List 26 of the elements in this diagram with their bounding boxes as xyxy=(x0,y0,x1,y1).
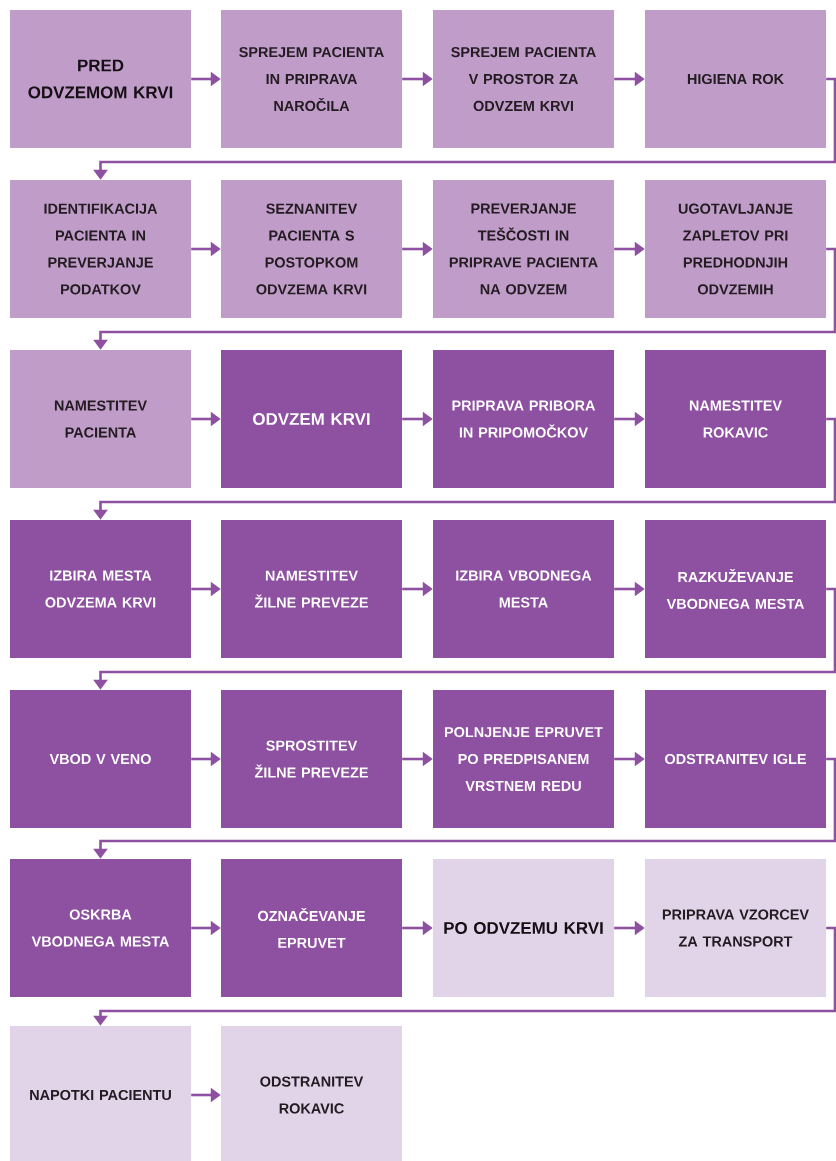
step-box: PRIPRAVA VZORCEV ZA TRANSPORT xyxy=(645,859,826,997)
step-box: SEZNANITEV PACIENTA S POSTOPKOM ODVZEMA KRVI xyxy=(221,180,402,318)
step-box: POLNJENJE EPRUVET PO PREDPISANEM VRSTNEM REDU xyxy=(433,690,614,828)
step-box: RAZKUŽEVANJE VBODNEGA MESTA xyxy=(645,520,826,658)
step-box: VBOD V VENO xyxy=(10,690,191,828)
step-box: UGOTAVLJANJE ZAPLETOV PRI PREDHODNJIH ODVZEMIH xyxy=(645,180,826,318)
step-box: SPREJEM PACIENTA IN PRIPRAVA NAROČILA xyxy=(221,10,402,148)
step-box: PRIPRAVA PRIBORA IN PRIPOMOČKOV xyxy=(433,350,614,488)
step-box: PREVERJANJE TEŠČOSTI IN PRIPRAVE PACIENTA NA ODVZEM xyxy=(433,180,614,318)
step-box: SPROSTITEV ŽILNE PREVEZE xyxy=(221,690,402,828)
step-box: ODSTRANITEV IGLE xyxy=(645,690,826,828)
stage-heading-box: PO ODVZEMU KRVI xyxy=(433,859,614,997)
step-box: NAPOTKI PACIENTU xyxy=(10,1026,191,1161)
step-box: OSKRBA VBODNEGA MESTA xyxy=(10,859,191,997)
step-box: NAMESTITEV ŽILNE PREVEZE xyxy=(221,520,402,658)
step-box: ODSTRANITEV ROKAVIC xyxy=(221,1026,402,1161)
step-box: IZBIRA VBODNEGA MESTA xyxy=(433,520,614,658)
step-box: NAMESTITEV PACIENTA xyxy=(10,350,191,488)
step-box: IZBIRA MESTA ODVZEMA KRVI xyxy=(10,520,191,658)
step-box: SPREJEM PACIENTA V PROSTOR ZA ODVZEM KRVI xyxy=(433,10,614,148)
stage-heading-box: ODVZEM KRVI xyxy=(221,350,402,488)
step-box: NAMESTITEV ROKAVIC xyxy=(645,350,826,488)
step-box: IDENTIFIKACIJA PACIENTA IN PREVERJANJE PODATKOV xyxy=(10,180,191,318)
step-box: HIGIENA ROK xyxy=(645,10,826,148)
step-box: OZNAČEVANJE EPRUVET xyxy=(221,859,402,997)
stage-heading-box: PRED ODVZEMOM KRVI xyxy=(10,10,191,148)
